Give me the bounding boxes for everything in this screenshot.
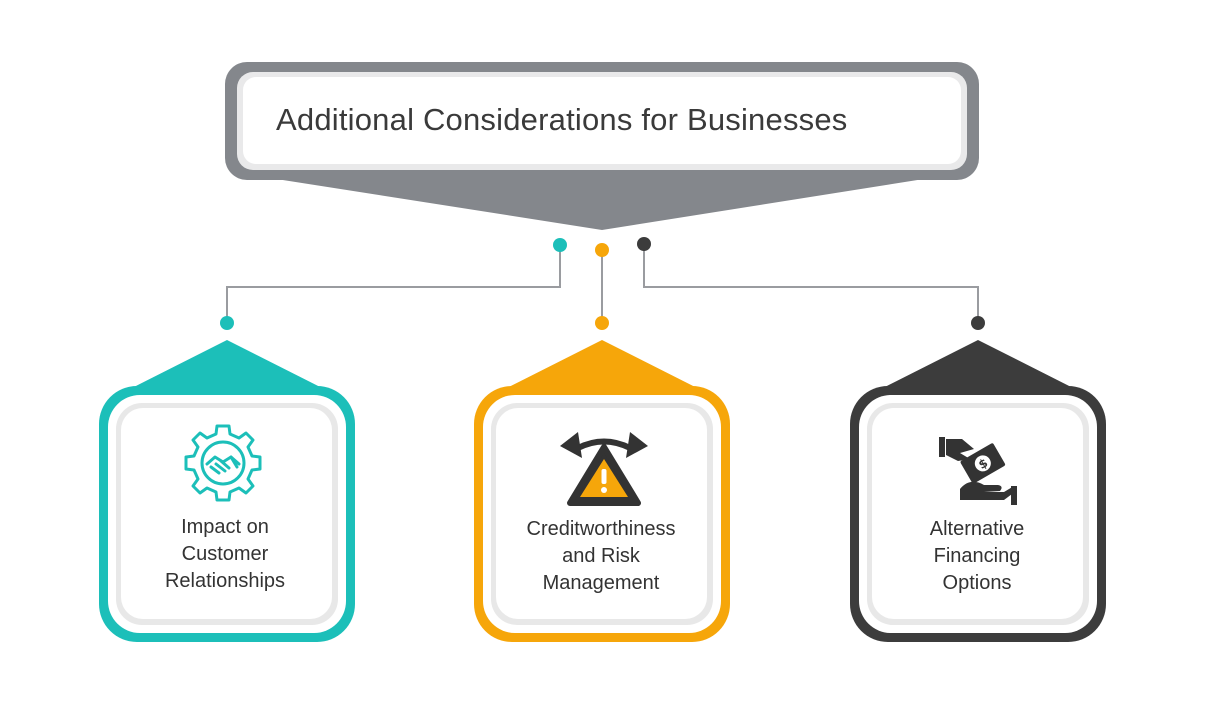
card-label-line: and Risk (562, 545, 640, 567)
dot-bottom-dark (971, 316, 985, 330)
connector-right (643, 246, 979, 323)
title-callout (225, 62, 979, 230)
connector-dots (220, 237, 985, 330)
dot-top-teal (553, 238, 567, 252)
dot-bottom-teal (220, 316, 234, 330)
gear-handshake-icon (184, 424, 262, 502)
card-face (872, 408, 1083, 619)
card-risk-management (474, 340, 730, 642)
dot-bottom-orange (595, 316, 609, 330)
card-customer-relationships (99, 340, 355, 642)
card-face (121, 408, 332, 619)
card-face (496, 408, 707, 619)
dot-top-orange (595, 243, 609, 257)
card-label-line: Financing (933, 545, 1021, 567)
card-roof (493, 340, 711, 395)
connector-left (226, 247, 561, 323)
card-label-risk-management: Creditworthiness and Risk Management (501, 516, 701, 597)
card-label-alternative-financing: Alternative Financing Options (877, 516, 1077, 597)
card-label-customer-relationships: Impact on Customer Relationships (125, 514, 325, 595)
card-label-line: Creditworthiness (526, 518, 676, 540)
card-label-line: Options (942, 572, 1012, 594)
card-roof (869, 340, 1087, 395)
money-hand-icon: $ (939, 437, 1017, 505)
connectors (226, 246, 979, 323)
title-box-face (243, 77, 961, 164)
dot-top-dark (637, 237, 651, 251)
card-label-line: Impact on (181, 516, 269, 538)
card-roof (118, 340, 336, 395)
card-label-line: Alternative (929, 518, 1025, 540)
title-callout-pointer (232, 172, 968, 230)
card-alternative-financing: $ (850, 340, 1106, 642)
card-label-line: Relationships (164, 570, 286, 592)
card-label-line: Management (542, 572, 660, 594)
page-title: Additional Considerations for Businesses (276, 102, 848, 137)
card-label-line: Customer (181, 543, 269, 565)
warning-arrows-icon (560, 432, 648, 506)
